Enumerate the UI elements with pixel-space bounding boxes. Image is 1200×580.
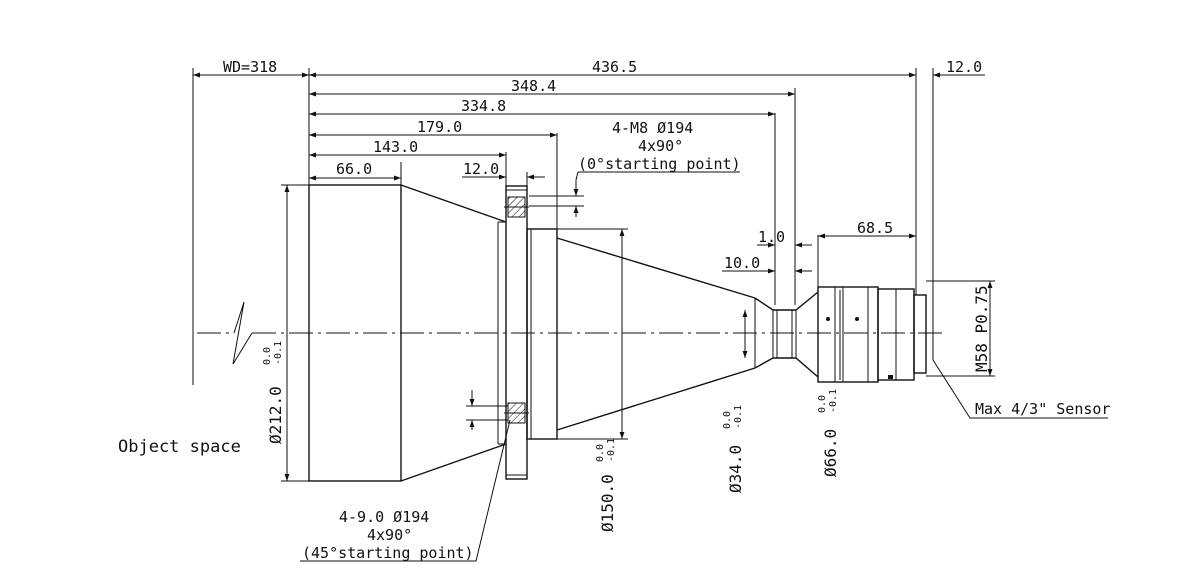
dim-flange-12: 12.0 bbox=[463, 160, 499, 178]
dim-1: 1.0 bbox=[758, 228, 785, 246]
dim-143: 143.0 bbox=[373, 138, 418, 156]
sensor-label: Max 4/3" Sensor bbox=[975, 400, 1110, 418]
dim-68: 68.5 bbox=[857, 219, 893, 237]
dim-66: 66.0 bbox=[336, 160, 372, 178]
bottom-note-line3: (45°starting point) bbox=[302, 544, 474, 562]
tol-flange-upper: 0.0 bbox=[595, 444, 606, 462]
dim-10: 10.0 bbox=[724, 254, 760, 272]
dim-wd: WD=318 bbox=[223, 58, 277, 76]
top-note-line1: 4-M8 Ø194 bbox=[612, 119, 693, 137]
tol-front-lower: -0.1 bbox=[273, 341, 284, 365]
notes: 4-M8 Ø194 4x90° (0°starting point) 4-9.0… bbox=[302, 119, 741, 562]
extension-lines bbox=[192, 68, 995, 482]
flange bbox=[497, 185, 529, 480]
top-note-line2: 4x90° bbox=[638, 137, 683, 155]
optical-axis bbox=[197, 301, 945, 365]
diameter-rear: Ø66.0 bbox=[821, 429, 840, 477]
tol-waist-upper: 0.0 bbox=[722, 411, 733, 429]
labels: Object space Max 4/3" Sensor bbox=[118, 400, 1110, 457]
lens-body bbox=[308, 184, 927, 482]
bottom-note-line2: 4x90° bbox=[367, 526, 412, 544]
dim-348: 348.4 bbox=[511, 77, 556, 95]
thread-label: M58 P0.75 bbox=[972, 285, 991, 372]
diameter-waist: Ø34.0 bbox=[726, 445, 745, 493]
tol-rear-lower: -0.1 bbox=[828, 389, 839, 413]
diameter-flange-body: Ø150.0 bbox=[598, 474, 617, 532]
dimension-lines bbox=[193, 72, 1108, 562]
dimension-labels: WD=318 436.5 12.0 348.4 334.8 179.0 143.… bbox=[223, 58, 982, 272]
dim-back-12: 12.0 bbox=[946, 58, 982, 76]
object-space-label: Object space bbox=[118, 437, 241, 457]
tol-waist-lower: -0.1 bbox=[733, 405, 744, 429]
top-note-line3: (0°starting point) bbox=[578, 155, 741, 173]
dim-179: 179.0 bbox=[417, 118, 462, 136]
tol-rear-upper: 0.0 bbox=[817, 395, 828, 413]
diameter-labels: Ø212.0 0.0 -0.1 Ø150.0 0.0 -0.1 Ø34.0 0.… bbox=[262, 285, 991, 532]
diameter-front: Ø212.0 bbox=[266, 386, 285, 444]
tol-flange-lower: -0.1 bbox=[606, 438, 617, 462]
dim-334: 334.8 bbox=[461, 97, 506, 115]
dim-total-length: 436.5 bbox=[592, 58, 637, 76]
front-barrel bbox=[308, 184, 402, 482]
bottom-note-line1: 4-9.0 Ø194 bbox=[339, 508, 429, 526]
tol-front-upper: 0.0 bbox=[262, 347, 273, 365]
